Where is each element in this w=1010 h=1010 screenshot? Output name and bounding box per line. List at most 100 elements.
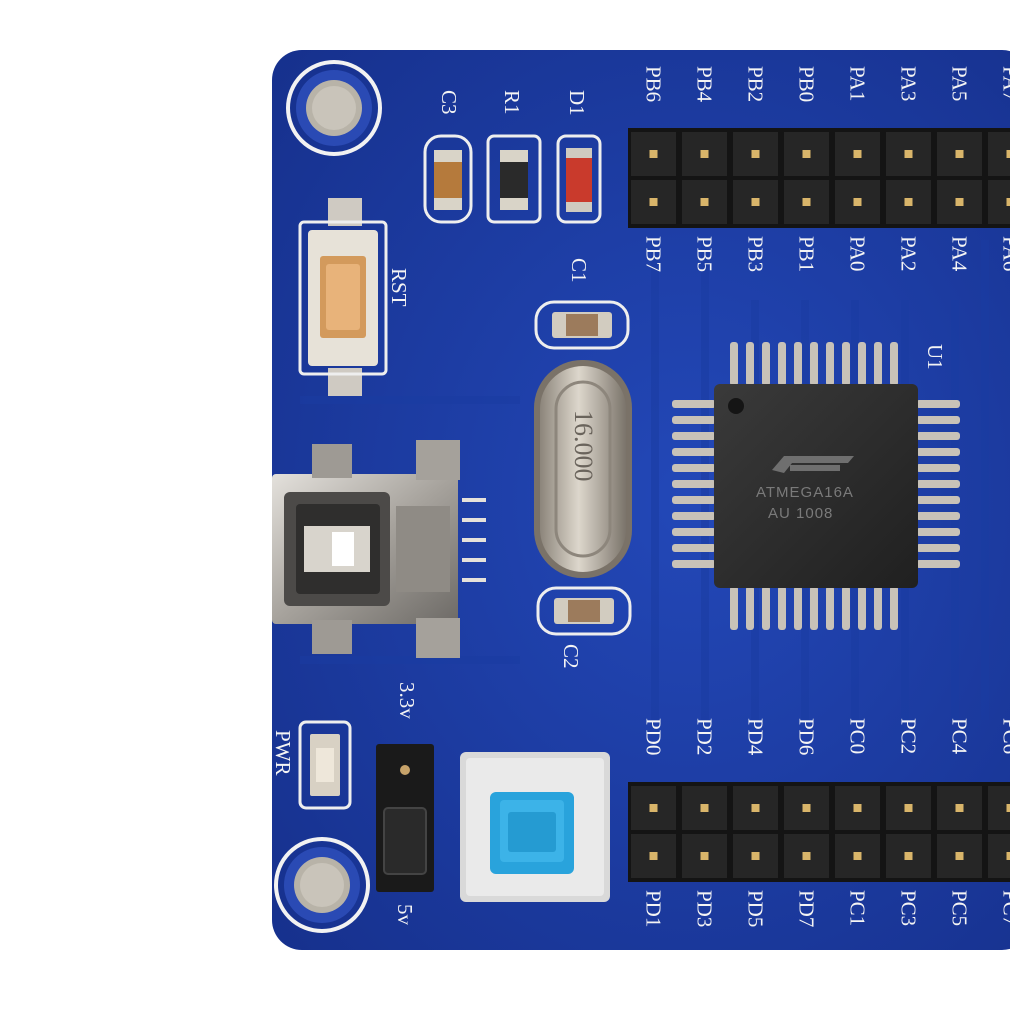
mcu-pin [874, 342, 882, 386]
header-label-bottom: PC3 [897, 890, 921, 926]
voltage-jumper[interactable] [376, 744, 434, 892]
label-c2: C2 [559, 644, 583, 669]
atmel-logo [772, 456, 854, 473]
header-label-bottom: PB1 [795, 236, 819, 272]
mcu-pin [858, 342, 866, 386]
led-d1 [556, 134, 602, 224]
capacitor-c3 [423, 134, 473, 224]
header-pin [955, 150, 964, 158]
mcu-pin [916, 464, 960, 472]
mcu-pin [672, 432, 716, 440]
mcu-pin [916, 512, 960, 520]
mount-hole-bottom [274, 837, 370, 933]
crystal-oscillator [534, 360, 632, 578]
mcu-pin [672, 544, 716, 552]
header-label-top: PB0 [795, 66, 819, 102]
label-3v3: 3.3v [395, 682, 419, 719]
header-label-bottom: PA2 [897, 236, 921, 271]
mcu-pin [916, 416, 960, 424]
mcu-pin [672, 496, 716, 504]
header-pin [649, 150, 658, 158]
reset-button[interactable] [298, 198, 388, 396]
header-pin [955, 198, 964, 206]
mcu-chip [714, 384, 918, 588]
mcu-pin [874, 586, 882, 630]
mcu-pin [746, 586, 754, 630]
label-d1: D1 [565, 90, 589, 116]
mcu-pin [916, 432, 960, 440]
mcu-pin [672, 416, 716, 424]
mcu-pin [826, 586, 834, 630]
header-pin [802, 150, 811, 158]
header-pin [649, 852, 658, 860]
pcb [272, 50, 1010, 950]
bottom-header-labels: PD0PD1PD2PD3PD4PD5PD6PD7PC0PC1PC2PC3PC4P… [642, 718, 1010, 927]
mcu-pin [858, 586, 866, 630]
header-label-bottom: PD7 [795, 890, 819, 927]
header-pin [853, 150, 862, 158]
header-label-top: PA1 [846, 66, 870, 101]
capacitor-c2 [536, 586, 632, 636]
header-pin [649, 198, 658, 206]
header-label-top: PC6 [999, 718, 1010, 754]
mcu-pin [916, 400, 960, 408]
label-r1: R1 [500, 90, 524, 115]
mcu-pin [916, 496, 960, 504]
header-pin [904, 852, 913, 860]
header-pin [751, 804, 760, 812]
mcu-pin [916, 560, 960, 568]
top-header-labels: PB6PB7PB4PB5PB2PB3PB0PB1PA1PA0PA3PA2PA5P… [642, 66, 1010, 272]
power-switch[interactable] [460, 752, 610, 902]
mcu-pin [672, 448, 716, 456]
mcu-pin [730, 342, 738, 386]
header-pin [751, 198, 760, 206]
mcu-pin [672, 512, 716, 520]
header-label-top: PA5 [948, 66, 972, 101]
mcu-pin [890, 342, 898, 386]
header-cell [988, 786, 1010, 830]
header-label-bottom: PB3 [744, 236, 768, 272]
mcu-pin [794, 342, 802, 386]
mcu-pin [916, 528, 960, 536]
header-label-top: PD6 [795, 718, 819, 755]
mcu-pin [810, 586, 818, 630]
header-label-top: PC0 [846, 718, 870, 754]
header-pin [955, 852, 964, 860]
mcu-pin [842, 342, 850, 386]
header-label-top: PB2 [744, 66, 768, 102]
header-pin [751, 852, 760, 860]
header-pin [1006, 804, 1010, 812]
mcu-pin [890, 586, 898, 630]
label-5v: 5v [393, 904, 417, 926]
header-label-top: PB6 [642, 66, 666, 102]
header-pin [802, 804, 811, 812]
header-cell [988, 132, 1010, 176]
header-pin [700, 804, 709, 812]
mcu-pin [842, 586, 850, 630]
mcu-pin [762, 586, 770, 630]
mount-hole-top [286, 60, 382, 156]
mcu-pin [746, 342, 754, 386]
header-label-bottom: PA6 [999, 236, 1010, 271]
header-pin [802, 852, 811, 860]
mcu-pin [778, 586, 786, 630]
header-pin [649, 804, 658, 812]
mcu-pin [778, 342, 786, 386]
label-c1: C1 [567, 258, 591, 283]
header-label-bottom: PA4 [948, 236, 972, 272]
header-label-top: PC2 [897, 718, 921, 754]
header-pin [1006, 852, 1010, 860]
mcu-pin [916, 448, 960, 456]
header-pin [904, 804, 913, 812]
mcu-pin [916, 544, 960, 552]
mcu-pin [730, 586, 738, 630]
header-label-bottom: PB7 [642, 236, 666, 272]
header-pin [853, 804, 862, 812]
header-label-bottom: PD5 [744, 890, 768, 927]
header-cell [988, 180, 1010, 224]
mcu-pin [916, 480, 960, 488]
label-c3: C3 [437, 90, 461, 115]
mcu-pin [672, 480, 716, 488]
header-pin [955, 804, 964, 812]
